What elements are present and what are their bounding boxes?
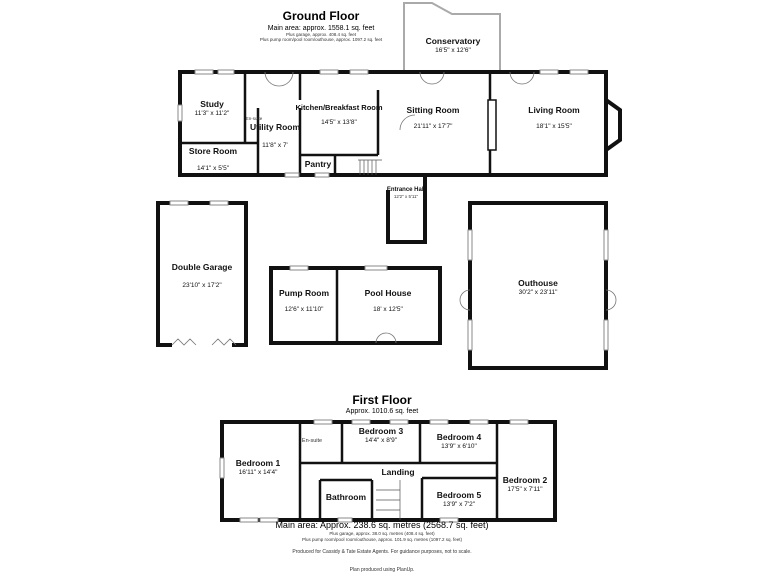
svg-text:18'1" x 15'5": 18'1" x 15'5"	[536, 123, 572, 130]
ground-floor-pump-note: Plus pump room/pool room/outhouse, appro…	[260, 37, 383, 42]
outhouse: Outhouse 30'2" x 23'11"	[459, 201, 617, 370]
svg-text:Bathroom: Bathroom	[326, 492, 367, 502]
svg-text:14'5" x 13'8": 14'5" x 13'8"	[321, 119, 357, 126]
svg-text:En-suite: En-suite	[302, 438, 322, 444]
first-floor-plan: Bedroom 1 16'11" x 14'4" En-suite Bedroo…	[219, 419, 557, 523]
conservatory: Conservatory 16'5" x 12'6"	[403, 1, 501, 73]
svg-text:Bedroom 2: Bedroom 2	[503, 475, 548, 485]
svg-text:Utility Room: Utility Room	[250, 122, 300, 132]
svg-text:16'5" x 12'6": 16'5" x 12'6"	[435, 47, 471, 54]
svg-text:Entrance Hall: Entrance Hall	[387, 187, 426, 193]
svg-text:Sitting Room: Sitting Room	[407, 105, 460, 115]
svg-text:Living Room: Living Room	[528, 105, 580, 115]
svg-text:Pantry: Pantry	[305, 159, 332, 169]
svg-text:30'2" x 23'11": 30'2" x 23'11"	[519, 289, 558, 296]
ground-floor-main-block: Study 11'3" x 11'2" Utility Room 11'8" x…	[177, 69, 622, 178]
entrance-hall: Entrance Hall 12'2" x 5'11"	[386, 175, 427, 244]
footer-main-area: Main area: Approx. 238.6 sq. metres (256…	[275, 520, 488, 530]
study-dims: 11'3" x 11'2"	[195, 110, 230, 117]
svg-text:16'11" x 14'4": 16'11" x 14'4"	[239, 469, 278, 476]
svg-text:Bedroom 5: Bedroom 5	[437, 490, 482, 500]
svg-text:Pump Room: Pump Room	[279, 288, 329, 298]
double-garage: Double Garage 23'10" x 17'2"	[156, 200, 248, 347]
svg-text:Kitchen/Breakfast Room: Kitchen/Breakfast Room	[295, 103, 382, 112]
svg-text:12'6" x 11'10": 12'6" x 11'10"	[285, 306, 324, 313]
svg-text:17'5" x 7'11": 17'5" x 7'11"	[507, 486, 543, 493]
footer-pump: Plus pump room/pool room/outhouse, appro…	[302, 537, 463, 542]
svg-text:Bedroom 4: Bedroom 4	[437, 432, 482, 442]
svg-text:Bedroom 1: Bedroom 1	[236, 458, 281, 468]
study-label: Study	[200, 99, 224, 109]
svg-text:Pool House: Pool House	[365, 288, 412, 298]
svg-text:En-suite: En-suite	[246, 116, 263, 121]
first-floor-area: Approx. 1010.6 sq. feet	[346, 408, 418, 415]
svg-text:Double Garage: Double Garage	[172, 262, 233, 272]
pump-pool-block: Pump Room 12'6" x 11'10" Pool House 18' …	[269, 265, 442, 345]
svg-text:Landing: Landing	[381, 467, 414, 477]
svg-text:12'2" x 5'11": 12'2" x 5'11"	[394, 194, 419, 199]
svg-text:11'8" x 7': 11'8" x 7'	[262, 142, 288, 149]
svg-text:14'1" x 5'5": 14'1" x 5'5"	[197, 165, 230, 172]
svg-text:Bedroom 3: Bedroom 3	[359, 426, 404, 436]
ground-floor-garage-note: Plus garage, approx. 408.4 sq. feet	[286, 32, 357, 37]
ground-floor-area: Main area: approx. 1558.1 sq. feet	[268, 25, 375, 32]
svg-text:Outhouse: Outhouse	[518, 278, 558, 288]
svg-text:13'9" x 7'2": 13'9" x 7'2"	[443, 501, 476, 508]
first-floor-title: First Floor	[352, 393, 412, 407]
svg-text:23'10" x 17'2": 23'10" x 17'2"	[182, 282, 222, 289]
footer-produced-for: Produced for Cassidy & Tate Estate Agent…	[292, 549, 471, 555]
svg-text:18' x 12'5": 18' x 12'5"	[373, 306, 403, 313]
footer-garage: Plus garage, approx. 38.0 sq. metres (40…	[329, 531, 435, 536]
svg-text:Conservatory: Conservatory	[426, 36, 481, 46]
svg-text:13'9" x 6'10": 13'9" x 6'10"	[441, 443, 477, 450]
svg-text:21'11" x 17'7": 21'11" x 17'7"	[414, 123, 453, 130]
footer-produced-using: Plan produced using PlanUp.	[350, 567, 415, 573]
svg-text:Store Room: Store Room	[189, 146, 238, 156]
ground-floor-title: Ground Floor	[283, 9, 360, 23]
svg-text:14'4" x 8'9": 14'4" x 8'9"	[365, 437, 398, 444]
